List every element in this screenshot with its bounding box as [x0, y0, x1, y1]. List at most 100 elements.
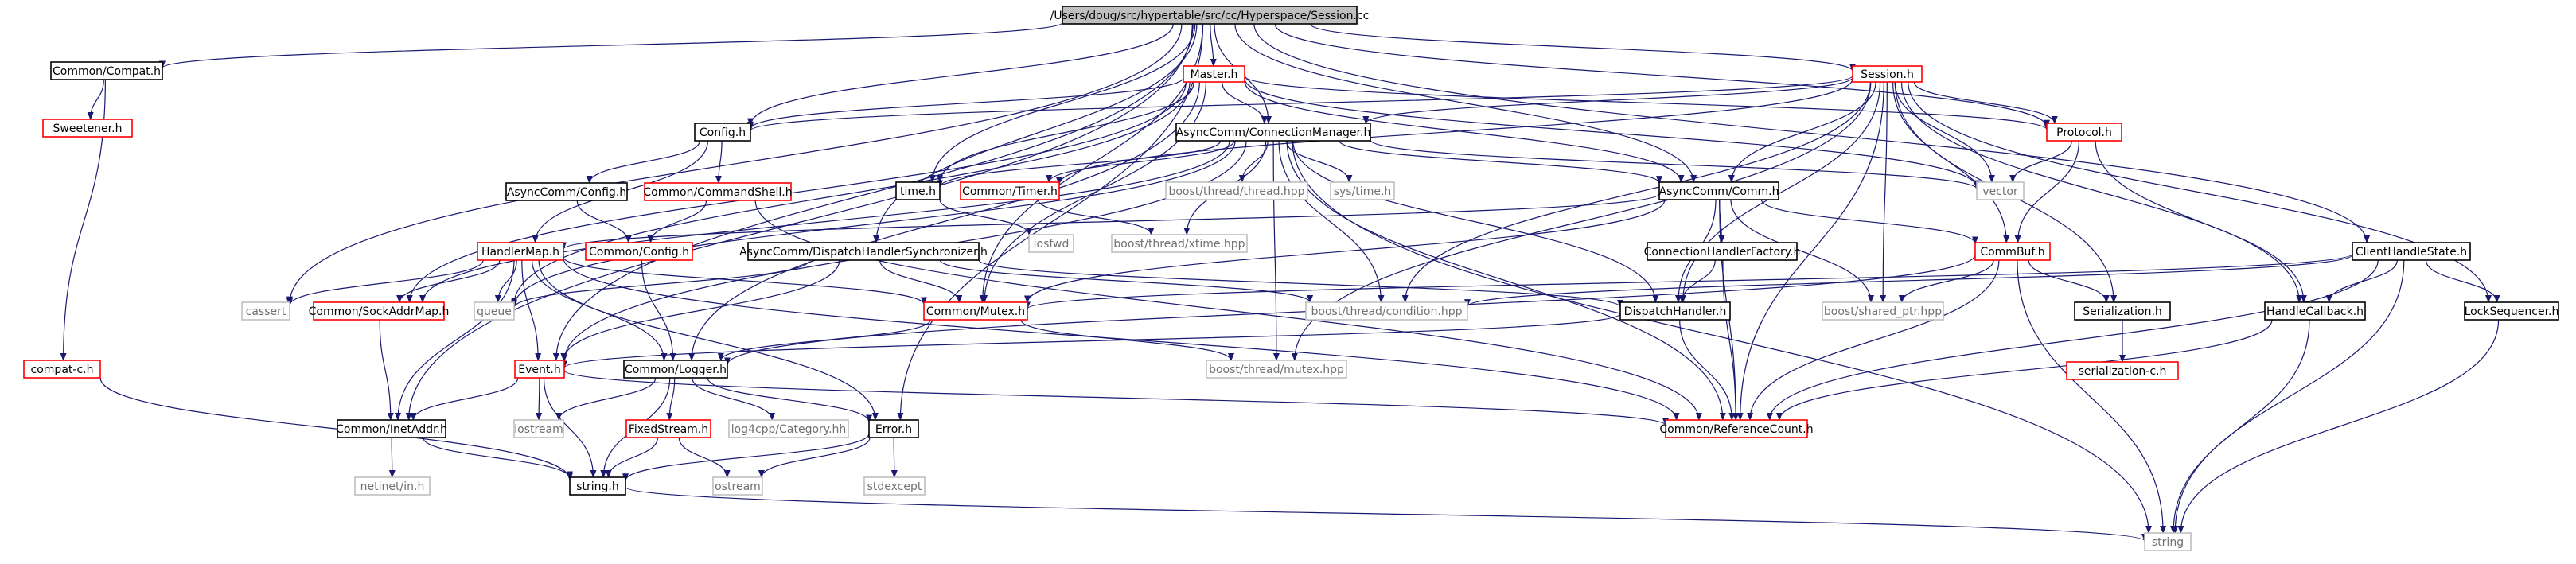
node-box-serialc [2066, 361, 2179, 380]
node-box-ostream [712, 476, 763, 496]
node-log4cpp: log4cpp/Category.hh [728, 419, 849, 438]
node-serial[interactable]: Serialization.h [2074, 301, 2171, 321]
node-master[interactable]: Master.h [1183, 65, 1245, 83]
node-label-commbuf: CommBuf.h [1980, 246, 2044, 259]
node-box-inetaddr [337, 419, 446, 438]
node-label-accomm: AsyncComm/Comm.h [1659, 185, 1779, 198]
node-netinet: netinet/in.h [354, 476, 431, 496]
node-box-protocol [2046, 123, 2122, 142]
node-box-netinet [354, 476, 431, 496]
node-inetaddr[interactable]: Common/InetAddr.h [336, 419, 447, 438]
node-logger[interactable]: Common/Logger.h [623, 360, 728, 379]
edge-session-to-disphandler [1679, 81, 1881, 303]
node-box-stringh [569, 476, 626, 496]
node-handlermap[interactable]: HandlerMap.h [477, 242, 564, 261]
edge-master-to-queue [511, 81, 1191, 305]
node-box-connmgr [1175, 123, 1371, 142]
node-label-disphandler: DispatchHandler.h [1624, 305, 1727, 318]
node-label-iostream: iostream [514, 423, 563, 436]
node-disphandler[interactable]: DispatchHandler.h [1619, 301, 1731, 321]
node-label-systime: sys/time.h [1334, 185, 1392, 198]
edge-session-to-bshared [1880, 81, 1888, 303]
edge-connmgr-to-queue [511, 140, 1236, 308]
node-event[interactable]: Event.h [514, 360, 565, 379]
node-box-dispsync [747, 242, 980, 261]
edge-accomm-to-mutex [1024, 199, 1666, 304]
edge-root-to-cassert [286, 23, 1183, 305]
edge-commbuf-to-string [2017, 259, 2167, 534]
node-stringh[interactable]: string.h [569, 476, 626, 496]
node-stdexcept: stdexcept [863, 476, 926, 496]
node-sweetener[interactable]: Sweetener.h [42, 119, 133, 138]
edge-root-to-protocol [1274, 23, 2050, 128]
node-mutex[interactable]: Common/Mutex.h [923, 301, 1028, 321]
edge-inetaddr-to-stringh [423, 437, 573, 480]
node-label-logger: Common/Logger.h [625, 364, 727, 376]
edge-protocol-to-commbuf [2014, 140, 2079, 243]
node-clientstate[interactable]: ClientHandleState.h [2352, 242, 2471, 261]
node-commbuf[interactable]: CommBuf.h [1974, 242, 2051, 261]
node-label-stringh: string.h [576, 480, 619, 493]
node-box-iosfwd [1028, 234, 1074, 253]
edge-root-to-timeh [929, 23, 1196, 183]
node-label-netinet: netinet/in.h [360, 480, 425, 493]
node-accomm[interactable]: AsyncComm/Comm.h [1658, 181, 1779, 200]
node-label-cassert: cassert [246, 305, 286, 318]
node-lockseq[interactable]: LockSequencer.h [2464, 301, 2559, 321]
node-ctimer[interactable]: Common/Timer.h [960, 181, 1060, 200]
node-cmdshell[interactable]: Common/CommandShell.h [643, 182, 793, 201]
edge-commbuf-to-serial [2028, 259, 2110, 303]
node-dispsync[interactable]: AsyncComm/DispatchHandlerSynchronizer.h [739, 242, 988, 261]
node-iosfwd: iosfwd [1028, 234, 1074, 253]
edge-errorh-to-stringh [622, 433, 870, 482]
node-compat[interactable]: Common/Compat.h [50, 61, 163, 80]
node-box-disphandler [1619, 301, 1731, 321]
node-acconfig[interactable]: AsyncComm/Config.h [505, 182, 628, 201]
edge-protocol-to-vector [2009, 140, 2072, 183]
edge-master-to-mutex [981, 81, 1206, 303]
node-label-timeh: time.h [900, 185, 936, 198]
node-box-connhf [1647, 242, 1798, 261]
node-configh[interactable]: Config.h [694, 123, 751, 142]
node-serialc[interactable]: serialization-c.h [2066, 361, 2179, 380]
node-refcount[interactable]: Common/ReferenceCount.h [1659, 419, 1814, 438]
node-label-lockseq: LockSequencer.h [2465, 305, 2559, 318]
node-label-serialc: serialization-c.h [2079, 365, 2167, 378]
node-fixedstream[interactable]: FixedStream.h [625, 419, 711, 438]
node-handlecb[interactable]: HandleCallback.h [2264, 301, 2366, 321]
node-box-cassert [241, 301, 290, 321]
node-timeh[interactable]: time.h [895, 181, 941, 200]
node-label-bthread: boost/thread/thread.hpp [1168, 185, 1304, 198]
edge-dispsync-to-mutex [879, 259, 963, 303]
node-box-session [1852, 65, 1923, 83]
node-root[interactable]: /Users/doug/src/hypertable/src/cc/Hypers… [1050, 6, 1370, 25]
edge-timeh-to-iosfwd [939, 199, 1033, 235]
node-label-master: Master.h [1191, 68, 1238, 81]
edge-event-to-inetaddr [410, 377, 519, 421]
node-session[interactable]: Session.h [1852, 65, 1923, 83]
node-connhf[interactable]: ConnectionHandlerFactory.h [1644, 242, 1801, 261]
edge-session-to-handlecb [1900, 81, 2303, 303]
node-errorh[interactable]: Error.h [868, 419, 919, 438]
node-box-bshared [1822, 301, 1944, 321]
node-label-compatc: compat-c.h [31, 364, 94, 376]
node-sockaddr[interactable]: Common/SockAddrMap.h [309, 301, 450, 321]
node-connmgr[interactable]: AsyncComm/ConnectionManager.h [1175, 123, 1371, 142]
node-protocol[interactable]: Protocol.h [2046, 123, 2122, 142]
node-box-vector [1976, 181, 2025, 200]
node-box-string [2144, 532, 2192, 551]
edge-session-to-vector [1894, 81, 1995, 183]
edge-logger-to-log4cpp [692, 377, 776, 421]
dependency-nodes: /Users/doug/src/hypertable/src/cc/Hypers… [23, 6, 2559, 551]
node-cconfig[interactable]: Common/Config.h [585, 242, 693, 261]
node-label-protocol: Protocol.h [2056, 126, 2112, 139]
edge-clientstate-to-mutex [1024, 253, 2353, 310]
node-box-clientstate [2352, 242, 2471, 261]
node-box-acconfig [505, 182, 628, 201]
node-compatc[interactable]: compat-c.h [23, 360, 101, 379]
node-systime: sys/time.h [1330, 181, 1395, 200]
node-label-connmgr: AsyncComm/ConnectionManager.h [1176, 126, 1371, 139]
node-label-mutex: Common/Mutex.h [926, 305, 1025, 318]
edge-logger-to-errorh [707, 377, 872, 423]
node-box-stdexcept [863, 476, 926, 496]
